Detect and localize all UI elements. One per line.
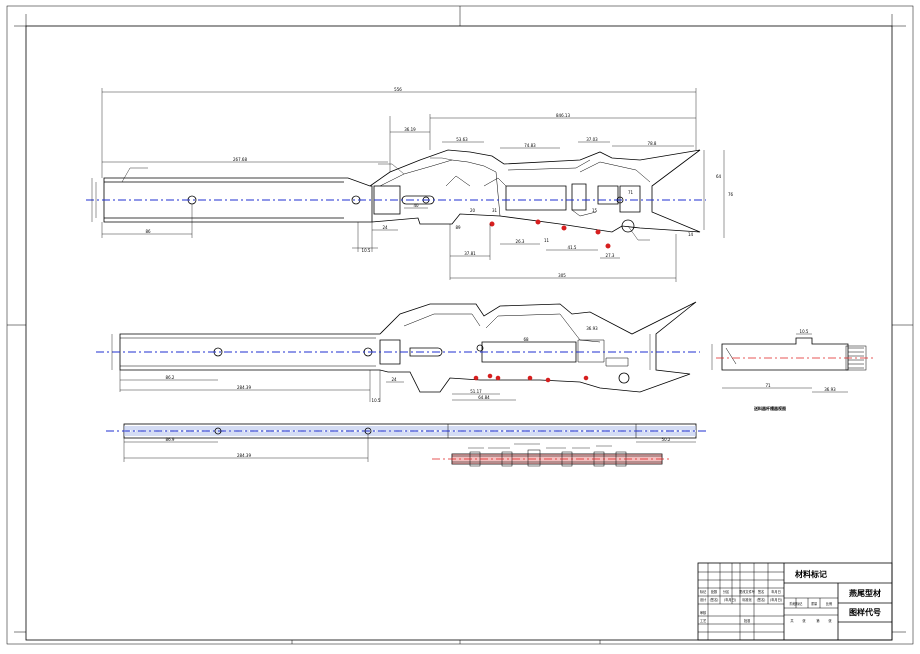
svg-text:37.81: 37.81 [464, 251, 476, 256]
svg-text:第: 第 [816, 618, 820, 623]
svg-text:重量: 重量 [811, 601, 818, 606]
svg-text:40: 40 [413, 203, 419, 208]
svg-text:64.84: 64.84 [478, 395, 490, 400]
svg-text:284.39: 284.39 [237, 385, 251, 390]
svg-text:36.93: 36.93 [824, 387, 836, 392]
svg-text:64: 64 [716, 174, 722, 179]
svg-text:31: 31 [492, 208, 498, 213]
svg-text:86: 86 [145, 229, 151, 234]
svg-text:工艺: 工艺 [700, 618, 706, 623]
svg-text:846.13: 846.13 [556, 113, 570, 118]
drawing-no-label: 图样代号 [849, 607, 881, 617]
svg-text:分区: 分区 [723, 589, 730, 594]
svg-text:51.17: 51.17 [470, 389, 482, 394]
svg-text:14: 14 [688, 232, 694, 237]
svg-text:张: 张 [802, 618, 806, 623]
svg-text:(年月日): (年月日) [770, 597, 782, 602]
svg-text:更改文件号: 更改文件号 [739, 589, 755, 594]
svg-text:27.3: 27.3 [606, 253, 615, 258]
dim-overall: 556 [394, 87, 402, 92]
svg-text:审核: 审核 [700, 610, 707, 615]
svg-text:设计: 设计 [700, 597, 707, 602]
view-middle-front: 86.2 284.39 24 10.5 51.17 64.84 68 36.93 [96, 301, 700, 403]
svg-text:处数: 处数 [711, 589, 718, 594]
svg-text:(签名): (签名) [710, 597, 719, 602]
svg-text:26.3: 26.3 [516, 239, 525, 244]
svg-text:24: 24 [382, 225, 388, 230]
svg-text:53.63: 53.63 [456, 137, 468, 142]
svg-text:50.2: 50.2 [662, 437, 671, 442]
svg-text:标准化: 标准化 [742, 597, 752, 602]
material-label: 材料标记 [795, 569, 827, 579]
svg-text:年月日: 年月日 [771, 589, 781, 594]
title-block: 材料标记 燕尾型材 图样代号 标记 处数 分区 更改文件号 签名 年月日 设计 … [697, 562, 893, 641]
svg-text:(签名): (签名) [757, 597, 766, 602]
svg-text:10.5: 10.5 [372, 398, 381, 403]
svg-text:71: 71 [765, 383, 771, 388]
sheet-border [6, 5, 914, 645]
svg-text:71: 71 [628, 190, 634, 195]
svg-text:11: 11 [544, 238, 550, 243]
svg-text:86.2: 86.2 [166, 375, 175, 380]
view-top-plan: 556 846.13 36.19 53.63 74.83 37.03 78.8 … [86, 87, 734, 282]
org-name: 燕尾型材 [849, 588, 881, 598]
svg-text:37.03: 37.03 [586, 137, 598, 142]
section-strip [432, 443, 672, 467]
svg-text:36.19: 36.19 [404, 127, 416, 132]
svg-text:76: 76 [728, 192, 734, 197]
svg-text:267.68: 267.68 [233, 157, 247, 162]
svg-text:74.83: 74.83 [524, 143, 536, 148]
svg-text:20: 20 [470, 208, 476, 213]
svg-text:41.5: 41.5 [568, 245, 577, 250]
svg-text:(年月日): (年月日) [724, 597, 736, 602]
view-bottom-bar: 86.9 284.39 50.2 [106, 423, 706, 462]
svg-text:78.8: 78.8 [648, 141, 657, 146]
svg-text:批准: 批准 [744, 618, 751, 623]
svg-text:阶段标记: 阶段标记 [790, 601, 804, 606]
svg-text:签名: 签名 [758, 589, 764, 594]
svg-text:89: 89 [455, 225, 461, 230]
svg-text:86.9: 86.9 [166, 437, 175, 442]
svg-text:张: 张 [828, 618, 832, 623]
svg-text:共: 共 [790, 618, 794, 623]
svg-text:284.39: 284.39 [237, 453, 251, 458]
detail-caption: 送料器杆槽器视图 [753, 405, 786, 411]
hole-5 [621, 219, 635, 233]
svg-text:10.5: 10.5 [362, 248, 371, 253]
svg-text:305: 305 [558, 273, 566, 278]
svg-text:24: 24 [391, 377, 397, 382]
svg-text:15: 15 [592, 208, 598, 213]
svg-text:比例: 比例 [826, 601, 832, 606]
detail-view: 71 36.93 10.5 送料器杆槽器视图 [711, 329, 876, 411]
svg-text:标记: 标记 [700, 589, 707, 594]
svg-text:36.93: 36.93 [586, 326, 598, 331]
svg-text:68: 68 [523, 337, 529, 342]
svg-text:10.5: 10.5 [800, 329, 809, 334]
